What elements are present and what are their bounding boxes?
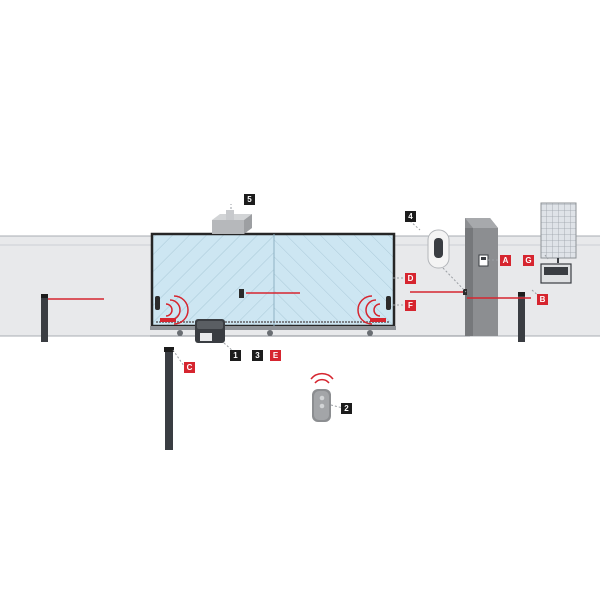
tag-a: A [500, 255, 511, 266]
svg-text:B: B [540, 295, 546, 304]
tag-4: 4 [405, 211, 416, 222]
photocell-post-icon [41, 294, 48, 342]
connector-4 [442, 267, 467, 293]
svg-text:5: 5 [247, 195, 252, 204]
svg-text:C: C [187, 363, 193, 372]
svg-text:2: 2 [344, 404, 349, 413]
svg-text:A: A [503, 256, 509, 265]
solar-panel-icon [540, 202, 577, 263]
svg-text:E: E [273, 351, 279, 360]
pillar-photocell [463, 289, 467, 295]
svg-text:G: G [525, 256, 531, 265]
safety-edge-bracket-right [370, 318, 386, 322]
gate-handle [239, 289, 244, 298]
card-reader-icon [427, 229, 450, 269]
tag-e: E [270, 350, 281, 361]
photocell-post-right [518, 292, 525, 342]
sliding-gate [150, 232, 396, 336]
keypad-icon [478, 254, 489, 267]
tag-1: 1 [230, 350, 241, 361]
gate-pillar [465, 218, 498, 336]
photocell-column [164, 347, 174, 450]
remote-control-icon [312, 389, 331, 422]
tag-g: G [523, 255, 534, 266]
gate-motor-icon [195, 319, 225, 343]
tag-2: 2 [341, 403, 352, 414]
leader-lines [172, 204, 549, 409]
tag-b: B [537, 294, 548, 305]
svg-text:4: 4 [408, 212, 413, 221]
tag-f: F [405, 300, 416, 311]
svg-text:3: 3 [255, 351, 260, 360]
remote-signal-icon [310, 372, 334, 384]
safety-edge-bracket-left [160, 318, 176, 322]
svg-text:F: F [408, 301, 413, 310]
flashing-light-icon [212, 210, 252, 234]
svg-text:1: 1 [233, 351, 238, 360]
tag-c: C [184, 362, 195, 373]
svg-text:D: D [408, 274, 414, 283]
tag-5: 5 [244, 194, 255, 205]
tag-d: D [405, 273, 416, 284]
battery-box-icon [540, 263, 572, 284]
tag-3: 3 [252, 350, 263, 361]
safety-edge-icon [155, 296, 391, 310]
